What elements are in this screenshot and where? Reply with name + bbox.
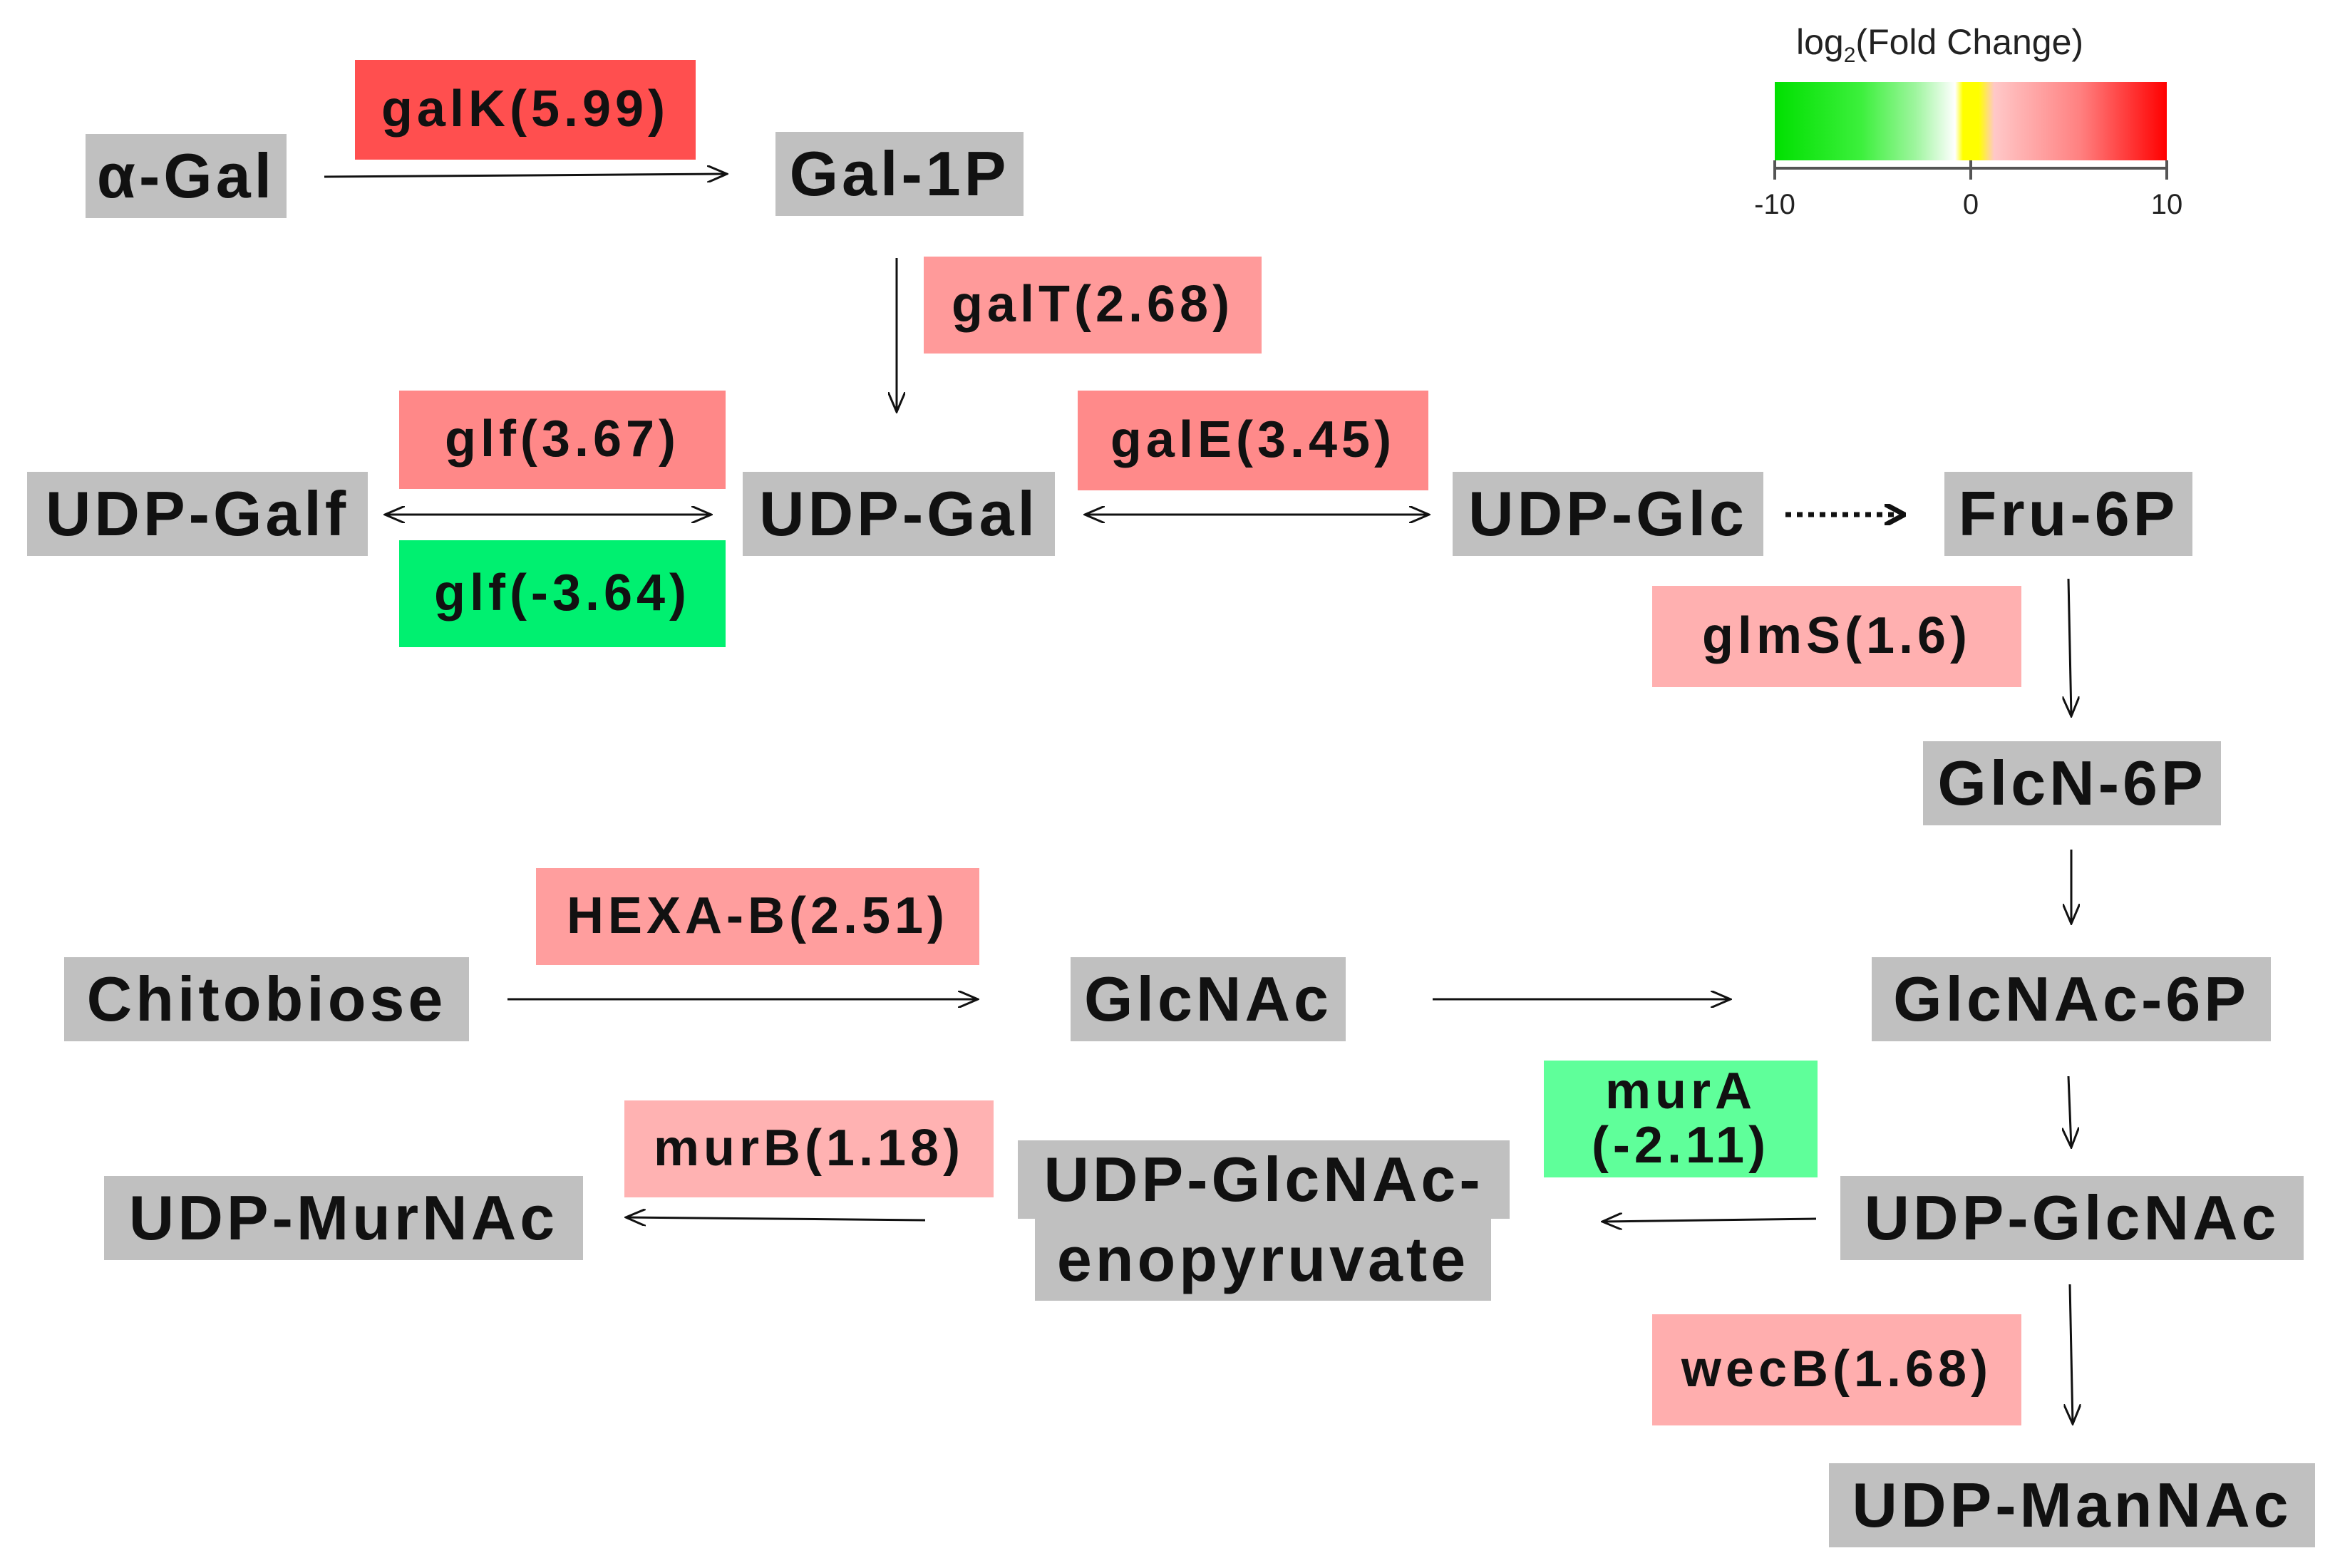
metabolite-glcnac-6p: GlcNAc-6P xyxy=(1872,957,2271,1041)
metabolite-udp-gal: UDP-Gal xyxy=(743,472,1055,556)
enzyme-hexa-b: HEXA-B(2.51) xyxy=(536,868,979,965)
enzyme-glms: glmS(1.6) xyxy=(1652,586,2021,687)
metabolite-udp-glcnac: UDP-GlcNAc xyxy=(1840,1176,2304,1260)
legend-tick-label-min: -10 xyxy=(1754,189,1795,220)
enzyme-galk: galK(5.99) xyxy=(355,60,696,160)
metabolite-chitobiose: Chitobiose xyxy=(64,957,469,1041)
enzyme-mura: murA (-2.11) xyxy=(1544,1061,1818,1177)
enzyme-glf-forward: glf(3.67) xyxy=(399,391,726,489)
enzyme-glf-reverse: glf(-3.64) xyxy=(399,540,726,647)
legend-tick-label-mid: 0 xyxy=(1962,189,1979,220)
metabolite-glcn-6p: GlcN-6P xyxy=(1923,741,2221,825)
legend-color-scale xyxy=(1775,82,2167,160)
metabolite-udp-glcnac-enopyruvate: UDP-GlcNAc- enopyruvate xyxy=(1018,1140,1510,1304)
metabolite-udp-glc: UDP-Glc xyxy=(1453,472,1763,556)
enzyme-murb: murB(1.18) xyxy=(624,1100,994,1197)
enopyruvate-line-2: enopyruvate xyxy=(1035,1219,1491,1301)
enzyme-gale: galE(3.45) xyxy=(1078,391,1428,490)
arrow-fru6p-to-glcn6p xyxy=(2068,578,2071,716)
arrow-udpglcnac-to-enopyruvate xyxy=(1602,1219,1817,1222)
arrow-enopyruvate-to-udpmurnac xyxy=(626,1217,926,1220)
metabolite-glcnac: GlcNAc xyxy=(1071,957,1346,1041)
legend-tick-label-max: 10 xyxy=(2150,189,2183,220)
enzyme-mura-value: (-2.11) xyxy=(1591,1117,1770,1174)
arrow-agal-to-gal1p xyxy=(324,174,727,177)
enopyruvate-line-1: UDP-GlcNAc- xyxy=(1018,1140,1510,1219)
legend-title: log2(Fold Change) xyxy=(1796,22,2084,67)
enzyme-galt: galT(2.68) xyxy=(924,257,1262,354)
enzyme-wecb: wecB(1.68) xyxy=(1652,1314,2021,1425)
metabolite-udp-murnac: UDP-MurNAc xyxy=(104,1176,583,1260)
arrow-glcnac6p-to-udpglcnac xyxy=(2068,1076,2071,1147)
metabolite-gal-1p: Gal-1P xyxy=(775,132,1024,216)
metabolite-udp-galf: UDP-Galf xyxy=(27,472,368,556)
metabolite-alpha-gal: α-Gal xyxy=(86,134,287,218)
enzyme-mura-name: murA xyxy=(1604,1063,1756,1120)
arrow-udpglcnac-to-udpmannac xyxy=(2070,1284,2073,1424)
metabolite-udp-mannac: UDP-ManNAc xyxy=(1829,1463,2315,1547)
metabolite-fru-6p: Fru-6P xyxy=(1944,472,2192,556)
